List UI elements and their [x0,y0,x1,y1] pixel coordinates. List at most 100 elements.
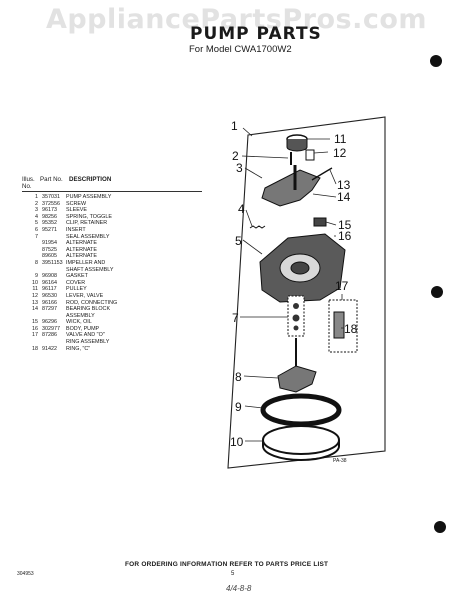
valve-lever-part [305,149,315,161]
part-no-cell: 91954 [42,240,57,247]
description-cell: Spring, toggle [66,213,112,220]
description-cell: Wick, oil [66,319,92,326]
callout-numbers: 1 2 3 4 5 7 8 9 10 11 12 13 14 15 16 17 … [230,119,358,449]
table-row: 14 87297 Bearing block [22,306,202,313]
oil-wick-part [313,217,327,227]
table-row: assembly [22,313,202,320]
callout-10: 10 [230,435,244,449]
page-number: 5 [231,571,235,577]
description-cell: shaft assembly [66,266,114,273]
illus-no-cell: 12 [32,292,38,299]
table-row: 396173Sleeve [22,207,202,214]
description-cell: Seal assembly [66,233,110,240]
illus-no-cell: 1 [35,194,38,200]
parts-table-header: Illus. No. Part No. DESCRIPTION [22,176,202,192]
description-cell: Valve and "O" [66,332,105,339]
callout-16: 16 [338,229,352,243]
illus-no-cell: 7 [35,233,38,240]
table-row: 9 96908 Gasket [22,273,202,280]
illus-no-cell: 10 [32,279,38,286]
description-cell: Bearing block [66,306,111,313]
impeller-part [277,365,317,393]
table-row: 1096164Cover [22,280,202,287]
connecting-rod-part [311,167,333,181]
description-cell: Screw [66,200,87,207]
header-part-no: Part No. [40,176,63,183]
page-title: PUMP PARTS [190,24,322,44]
handwritten-note: 4/4-8-8 [226,584,252,593]
table-row: 17 87286 Valve and "O" [22,332,202,339]
callout-15: 15 [338,218,352,232]
part-no-cell: 98256 [42,213,57,220]
diagram-label: PA-38 [333,458,347,464]
leader-lines [240,127,344,442]
part-no-cell: 96530 [42,292,57,299]
ordering-info-note: FOR ORDERING INFORMATION REFER TO PARTS … [125,561,329,568]
part-no-cell: 89605 [42,253,57,260]
illus-no-cell: 14 [32,306,38,313]
punch-hole-bottom [434,521,446,533]
description-cell: Lever, valve [66,292,104,299]
description-cell: Clip, retainer [66,220,108,227]
callout-5: 5 [235,234,242,248]
table-row: 6 95271 Insert [22,227,202,234]
description-cell: ring assembly [66,339,110,346]
illus-no-cell: 2 [35,200,38,207]
table-row: 595352Clip, retainer [22,220,202,227]
table-row: 1196117Pulley [22,286,202,293]
illus-no-cell: 4 [35,213,38,220]
illus-no-cell: 8 [35,259,38,266]
illus-no-cell: 3 [35,207,38,214]
table-row: 12 96530 Lever, valve [22,293,202,300]
description-cell: Sleeve [66,207,87,214]
description-cell: Body, pump [66,325,100,332]
illus-no-cell: 6 [35,226,38,233]
description-cell: Impeller and [66,259,106,266]
model-subtitle: For Model CWA1700W2 [189,44,292,55]
part-no-cell: 96908 [42,273,57,280]
callout-12: 12 [333,146,347,160]
description-cell: Rod, connecting [66,299,118,306]
illus-no-cell: 15 [32,319,38,326]
part-no-cell: 87297 [42,306,57,313]
table-row: 4 98256 Spring, toggle [22,214,202,221]
illus-no-cell: 11 [32,286,38,293]
part-no-cell: 87525 [42,246,57,253]
parts-table-body: 1357031Pump assembly2372556Screw396173Sl… [22,194,202,352]
illus-no-cell: 9 [35,273,38,280]
callout-3: 3 [236,161,243,175]
callout-1: 1 [231,119,238,133]
part-no-cell: 95271 [42,226,57,233]
callout-17: 17 [335,279,349,293]
illus-no-cell: 16 [32,325,38,332]
bearing-block-part [261,169,321,207]
callout-18: 18 [344,322,358,336]
header-description: DESCRIPTION [69,176,112,183]
part-no-cell: 96296 [42,319,57,326]
table-row: 8 3951153Impeller and [22,260,202,267]
table-row: 1396166Rod, connecting [22,300,202,307]
part-no-cell: 87286 [42,332,57,339]
part-no-cell: 3951153 [42,259,63,266]
callout-11: 11 [334,132,347,146]
description-cell: Pulley [66,286,87,293]
part-no-cell: 357031 [42,194,60,200]
part-no-cell: 96166 [42,299,57,306]
description-cell: Insert [66,226,86,233]
description-cell: Alternate [66,246,97,253]
description-cell: Pump assembly [66,194,112,200]
description-cell: Ring, "C" [66,345,91,352]
pulley-body [286,139,308,152]
callout-14: 14 [337,190,351,204]
description-cell: Gasket [66,273,88,280]
part-no-cell: 372556 [42,200,60,207]
description-cell: assembly [66,312,95,319]
document-code: 304953 [17,571,34,577]
watermark: AppliancePartsPros.com [45,4,428,35]
illus-no-cell: 5 [35,220,38,227]
illus-no-cell: 17 [32,332,38,339]
callout-13: 13 [337,178,351,192]
illus-no-cell: 18 [32,345,38,352]
